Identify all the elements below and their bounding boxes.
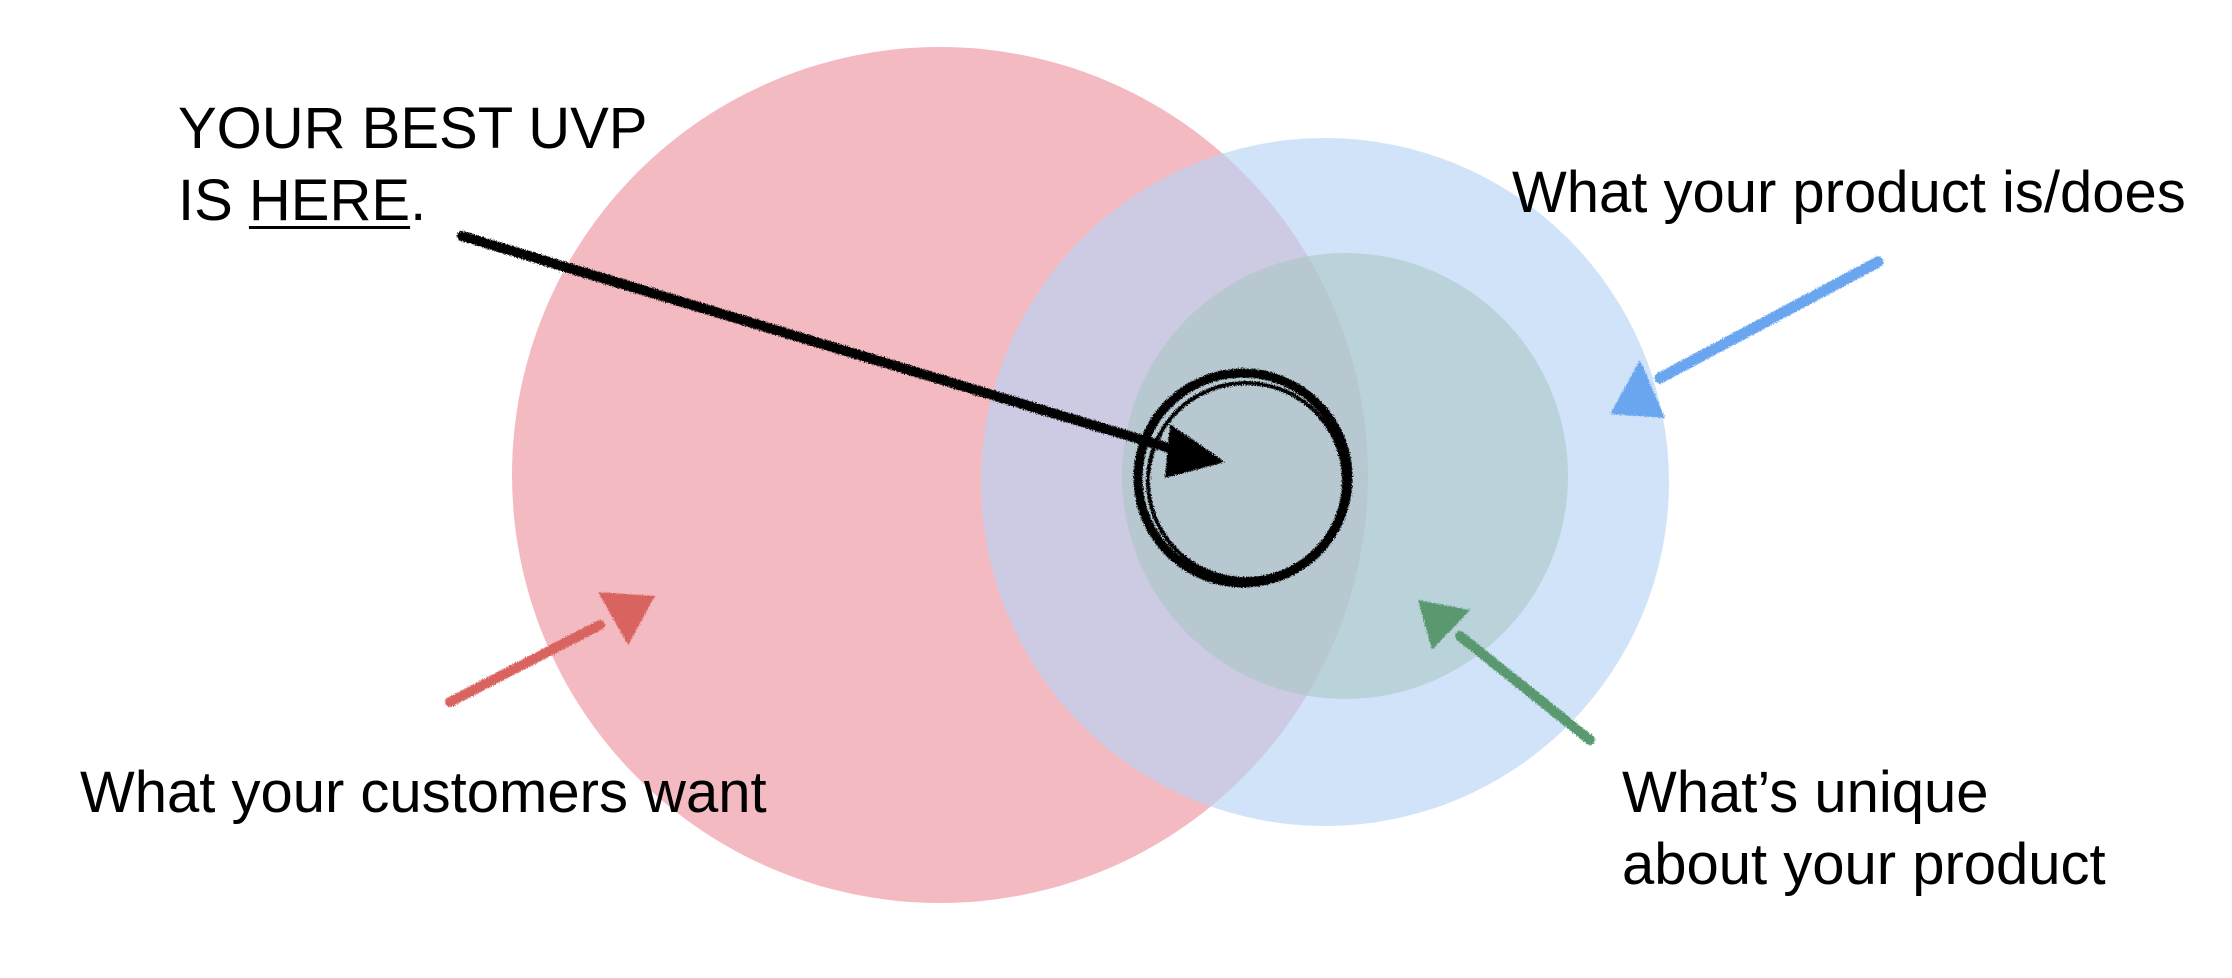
unique-arrow-shaft bbox=[1455, 631, 1595, 745]
product-arrow-shaft bbox=[1654, 256, 1884, 384]
product-arrow-head bbox=[1610, 360, 1665, 418]
uvp-ring-stroke-inner bbox=[1146, 381, 1346, 581]
unique-arrow-head bbox=[1418, 600, 1470, 650]
customers-label-text: What your customers want bbox=[80, 760, 767, 825]
uvp-label-line1: YOUR BEST UVP bbox=[178, 96, 648, 161]
customers-arrow bbox=[445, 592, 655, 707]
customers-arrow-shaft bbox=[445, 620, 605, 707]
product-label-text: What your product is/does bbox=[1512, 160, 2186, 225]
unique-label-line1: What’s unique bbox=[1622, 760, 1989, 825]
customers-label: What your customers want bbox=[80, 757, 767, 829]
unique-arrow bbox=[1418, 600, 1595, 745]
uvp-label-line2: IS HERE. bbox=[178, 165, 648, 237]
unique-label: What’s unique about your product bbox=[1622, 757, 2106, 901]
unique-label-line2: about your product bbox=[1622, 832, 2106, 897]
uvp-target-ring bbox=[1133, 368, 1353, 588]
uvp-label-prefix: IS bbox=[178, 168, 249, 233]
uvp-ring-stroke-outer bbox=[1133, 368, 1353, 588]
uvp-arrow-shaft bbox=[457, 231, 1181, 455]
uvp-label-suffix: . bbox=[410, 168, 427, 233]
customers-arrow-head bbox=[598, 592, 655, 645]
product-label: What your product is/does bbox=[1512, 157, 2186, 229]
uvp-label: YOUR BEST UVP IS HERE. bbox=[178, 93, 648, 237]
uvp-arrow bbox=[457, 231, 1225, 478]
uvp-label-emphasis: HERE bbox=[248, 168, 411, 233]
product-arrow bbox=[1610, 256, 1884, 418]
uvp-arrow-head bbox=[1165, 424, 1225, 478]
